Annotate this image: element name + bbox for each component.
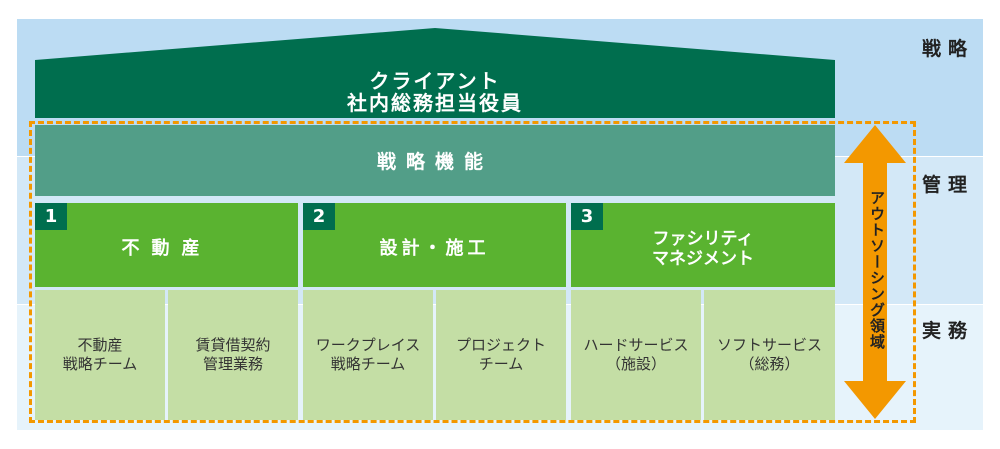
- category-title: ファシリティ マネジメント: [652, 229, 754, 269]
- outsourcing-scope-frame: [29, 121, 916, 423]
- client-label-line2: 社内総務担当役員: [347, 91, 523, 115]
- double-arrow-shape: [844, 125, 906, 419]
- level-label-management: 管理: [922, 174, 975, 196]
- level-label-strategy: 戦略: [922, 38, 975, 60]
- client-label: クライアント 社内総務担当役員: [35, 70, 835, 114]
- strategy-function-label: 戦略機能: [376, 151, 493, 173]
- sub-box: ハードサービス （施設）: [571, 290, 701, 420]
- category-box-design-construction: 2 設計・施工: [303, 203, 566, 287]
- category-number-badge: 2: [303, 203, 335, 230]
- sub-box: ソフトサービス （総務）: [704, 290, 835, 420]
- category-box-facility-management: 3 ファシリティ マネジメント: [571, 203, 835, 287]
- category-number-badge: 1: [35, 203, 67, 230]
- outsourcing-label: アウトソーシング領域: [868, 190, 886, 350]
- strategy-function-box: 戦略機能: [35, 125, 835, 196]
- sub-box: ワークプレイス 戦略チーム: [303, 290, 433, 420]
- client-label-line1: クライアント: [369, 69, 501, 93]
- sub-box: プロジェクト チーム: [436, 290, 566, 420]
- sub-box: 賃貸借契約 管理業務: [168, 290, 298, 420]
- double-arrow-icon: [844, 125, 906, 419]
- category-title: 不動産: [121, 238, 212, 259]
- category-title: 設計・施工: [379, 238, 490, 259]
- sub-box: 不動産 戦略チーム: [35, 290, 165, 420]
- category-box-real-estate: 1 不動産: [35, 203, 298, 287]
- category-number-badge: 3: [571, 203, 603, 230]
- level-label-execution: 実務: [922, 320, 975, 342]
